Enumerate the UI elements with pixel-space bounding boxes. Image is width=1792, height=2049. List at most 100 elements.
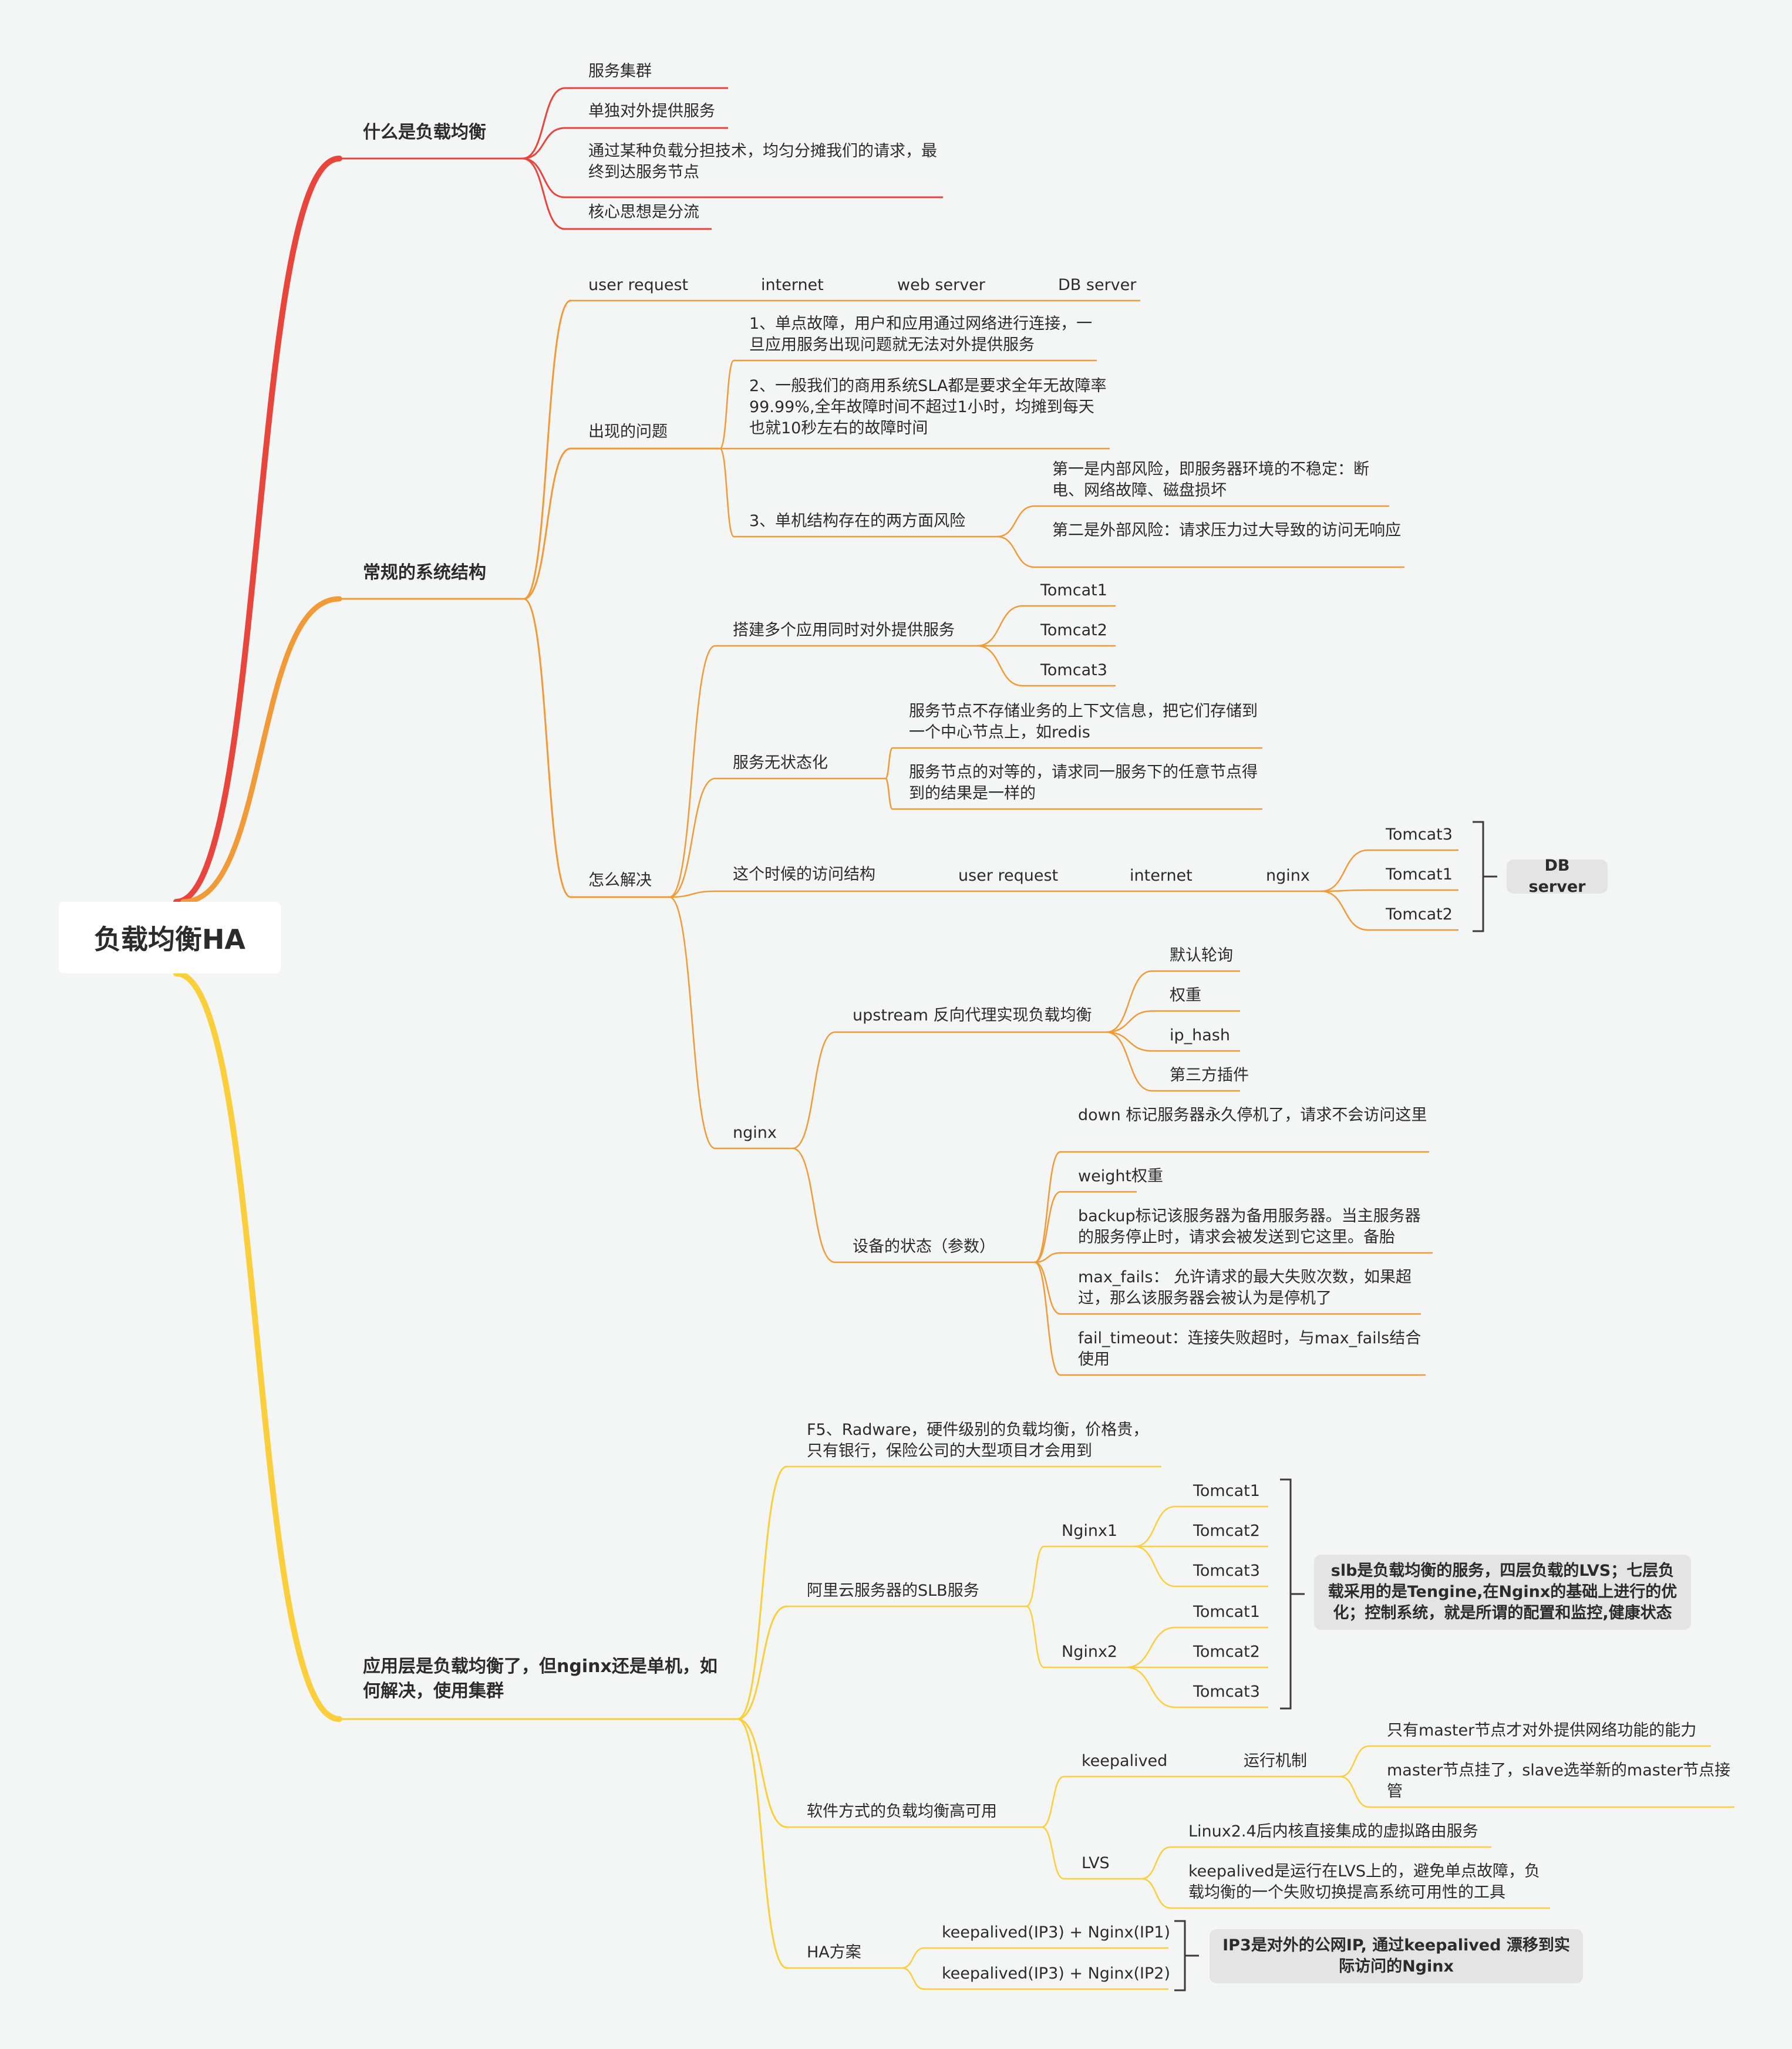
b1-item[interactable]: 通过某种负载分担技术，均匀分摊我们的请求，最终到达服务节点 bbox=[588, 142, 937, 181]
upstream-item[interactable]: ip_hash bbox=[1170, 1026, 1230, 1044]
root-node[interactable]: 负载均衡HA bbox=[59, 902, 281, 973]
solve-nginx[interactable]: nginx bbox=[733, 1124, 777, 1142]
trunk-yellow bbox=[173, 970, 342, 1722]
problem-1[interactable]: 1、单点故障，用户和应用通过网络进行连接，一旦应用服务出现问题就无法对外提供服务 bbox=[749, 315, 1093, 354]
problems-title[interactable]: 出现的问题 bbox=[588, 423, 668, 441]
mechanism-2[interactable]: master节点挂了，slave选举新的master节点接管 bbox=[1387, 1761, 1731, 1801]
connector bbox=[736, 1718, 788, 1969]
flow-db-server[interactable]: DB server bbox=[1058, 276, 1137, 294]
slb-tomcat[interactable]: Tomcat3 bbox=[1193, 1562, 1260, 1580]
problem-2[interactable]: 2、一般我们的商用系统SLA都是要求全年无故障率99.99%,全年故障时间不超过… bbox=[749, 377, 1107, 437]
access-tomcat[interactable]: Tomcat2 bbox=[1386, 905, 1453, 924]
trunk-orange bbox=[180, 596, 342, 905]
tomcat[interactable]: Tomcat3 bbox=[1040, 661, 1107, 679]
tomcat[interactable]: Tomcat1 bbox=[1040, 581, 1107, 599]
solve-access[interactable]: 这个时候的访问结构 bbox=[733, 865, 875, 884]
connector bbox=[523, 447, 572, 600]
nginx-state[interactable]: 设备的状态（参数） bbox=[853, 1238, 995, 1256]
b3-soft[interactable]: 软件方式的负载均衡高可用 bbox=[807, 1802, 997, 1821]
connector bbox=[668, 890, 716, 898]
connector bbox=[976, 645, 1024, 687]
b3-title[interactable]: 应用层是负载均衡了，但nginx还是单机，如何解决，使用集群 bbox=[363, 1656, 718, 1701]
access-tomcat[interactable]: Tomcat1 bbox=[1386, 865, 1453, 884]
ha-1[interactable]: keepalived(IP3) + Nginx(IP1) bbox=[942, 1923, 1171, 1942]
solve-multi[interactable]: 搭建多个应用同时对外提供服务 bbox=[733, 621, 955, 639]
soft-lvs[interactable]: LVS bbox=[1082, 1854, 1110, 1872]
tomcat[interactable]: Tomcat2 bbox=[1040, 621, 1107, 639]
access-nginx[interactable]: nginx bbox=[1266, 867, 1310, 885]
connector bbox=[1105, 970, 1153, 1033]
b3-slb[interactable]: 阿里云服务器的SLB服务 bbox=[807, 1582, 979, 1600]
state-max-fails[interactable]: max_fails： 允许请求的最大失败次数，如果超过，那么该服务器会被认为是停… bbox=[1078, 1268, 1412, 1307]
ha-2[interactable]: keepalived(IP3) + Nginx(IP2) bbox=[942, 1964, 1171, 1983]
problem-3[interactable]: 3、单机结构存在的两方面风险 bbox=[749, 512, 966, 530]
connector bbox=[719, 359, 735, 450]
connector bbox=[523, 598, 572, 898]
connector bbox=[1033, 1261, 1062, 1315]
connector bbox=[1339, 1745, 1370, 1778]
stateless-2[interactable]: 服务节点的对等的，请求同一服务下的任意节点得到的结果是一样的 bbox=[909, 763, 1258, 803]
connector bbox=[976, 605, 1024, 647]
connector bbox=[1320, 849, 1369, 892]
b2-title[interactable]: 常规的系统结构 bbox=[363, 562, 486, 583]
nginx-upstream[interactable]: upstream 反向代理实现负载均衡 bbox=[853, 1006, 1092, 1024]
b1-title[interactable]: 什么是负载均衡 bbox=[363, 122, 486, 143]
connector bbox=[1033, 1261, 1062, 1376]
slb-bracket bbox=[1280, 1478, 1305, 1710]
connector bbox=[1105, 1010, 1153, 1033]
state-down[interactable]: down 标记服务器永久停机了，请求不会访问这里 bbox=[1078, 1106, 1427, 1124]
slb-nginx2[interactable]: Nginx2 bbox=[1062, 1643, 1118, 1661]
stateless-1[interactable]: 服务节点不存储业务的上下文信息，把它们存储到一个中心节点上，如redis bbox=[909, 702, 1258, 742]
b3-ha[interactable]: HA方案 bbox=[807, 1943, 861, 1962]
solve-title[interactable]: 怎么解决 bbox=[588, 871, 652, 889]
risk-external[interactable]: 第二是外部风险：请求压力过大导致的访问无响应 bbox=[1052, 521, 1401, 540]
connector bbox=[1033, 1151, 1062, 1263]
slb-tomcat[interactable]: Tomcat2 bbox=[1193, 1643, 1260, 1661]
flow-user-request[interactable]: user request bbox=[588, 276, 689, 294]
slb-tomcat[interactable]: Tomcat1 bbox=[1193, 1482, 1260, 1500]
db-bracket bbox=[1473, 821, 1497, 932]
solve-stateless[interactable]: 服务无状态化 bbox=[733, 754, 828, 772]
ha-note[interactable]: IP3是对外的公网IP, 通过keepalived 漂移到实际访问的Nginx bbox=[1210, 1929, 1583, 1983]
b1-item[interactable]: 核心思想是分流 bbox=[588, 203, 699, 221]
connector bbox=[996, 505, 1036, 538]
b1-item[interactable]: 服务集群 bbox=[588, 62, 652, 80]
state-weight[interactable]: weight权重 bbox=[1078, 1167, 1164, 1185]
risk-internal[interactable]: 第一是内部风险，即服务器环境的不稳定：断电、网络故障、磁盘损坏 bbox=[1052, 460, 1369, 500]
flow-internet[interactable]: internet bbox=[761, 276, 824, 294]
lvs-2[interactable]: keepalived是运行在LVS上的，避免单点故障，负载均衡的一个失败切换提高… bbox=[1188, 1862, 1540, 1902]
connector bbox=[523, 299, 572, 600]
slb-nginx1[interactable]: Nginx1 bbox=[1062, 1522, 1118, 1540]
upstream-item[interactable]: 默认轮询 bbox=[1170, 946, 1233, 965]
connector bbox=[719, 447, 735, 538]
connector bbox=[1140, 1846, 1172, 1880]
slb-note[interactable]: slb是负载均衡的服务，四层负载的LVS；七层负载采用的是Tengine,在Ng… bbox=[1314, 1555, 1691, 1630]
b3-f5[interactable]: F5、Radware，硬件级别的负载均衡，价格贵，只有银行，保险公司的大型项目才… bbox=[807, 1421, 1149, 1460]
slb-tomcat[interactable]: Tomcat2 bbox=[1193, 1522, 1260, 1540]
mechanism-1[interactable]: 只有master节点才对外提供网络功能的能力 bbox=[1387, 1721, 1697, 1740]
soft-keepalived[interactable]: keepalived bbox=[1082, 1752, 1168, 1770]
slb-tomcat[interactable]: Tomcat1 bbox=[1193, 1603, 1260, 1621]
access-internet[interactable]: internet bbox=[1130, 867, 1193, 885]
connector bbox=[1040, 1826, 1065, 1880]
connector bbox=[1339, 1775, 1370, 1808]
upstream-item[interactable]: 第三方插件 bbox=[1170, 1066, 1249, 1084]
keepalived-mechanism[interactable]: 运行机制 bbox=[1244, 1752, 1307, 1770]
connector bbox=[668, 645, 716, 898]
slb-tomcat[interactable]: Tomcat3 bbox=[1193, 1683, 1260, 1701]
state-backup[interactable]: backup标记该服务器为备用服务器。当主服务器的服务停止时，请求会被发送到它这… bbox=[1078, 1207, 1421, 1246]
upstream-item[interactable]: 权重 bbox=[1170, 986, 1201, 1005]
lvs-1[interactable]: Linux2.4后内核直接集成的虚拟路由服务 bbox=[1188, 1822, 1478, 1841]
connector bbox=[736, 1465, 788, 1720]
connector bbox=[1133, 1545, 1177, 1588]
connector bbox=[1125, 1666, 1177, 1708]
b1-item[interactable]: 单独对外提供服务 bbox=[588, 102, 715, 120]
connector bbox=[901, 1947, 925, 1969]
db-server-summary[interactable]: DB server bbox=[1507, 857, 1608, 896]
state-fail-timeout[interactable]: fail_timeout：连接失败超时，与max_fails结合使用 bbox=[1078, 1329, 1422, 1369]
connector bbox=[901, 1967, 925, 1990]
flow-web-server[interactable]: web server bbox=[897, 276, 985, 294]
access-tomcat[interactable]: Tomcat3 bbox=[1386, 825, 1453, 844]
access-user-request[interactable]: user request bbox=[958, 867, 1059, 885]
